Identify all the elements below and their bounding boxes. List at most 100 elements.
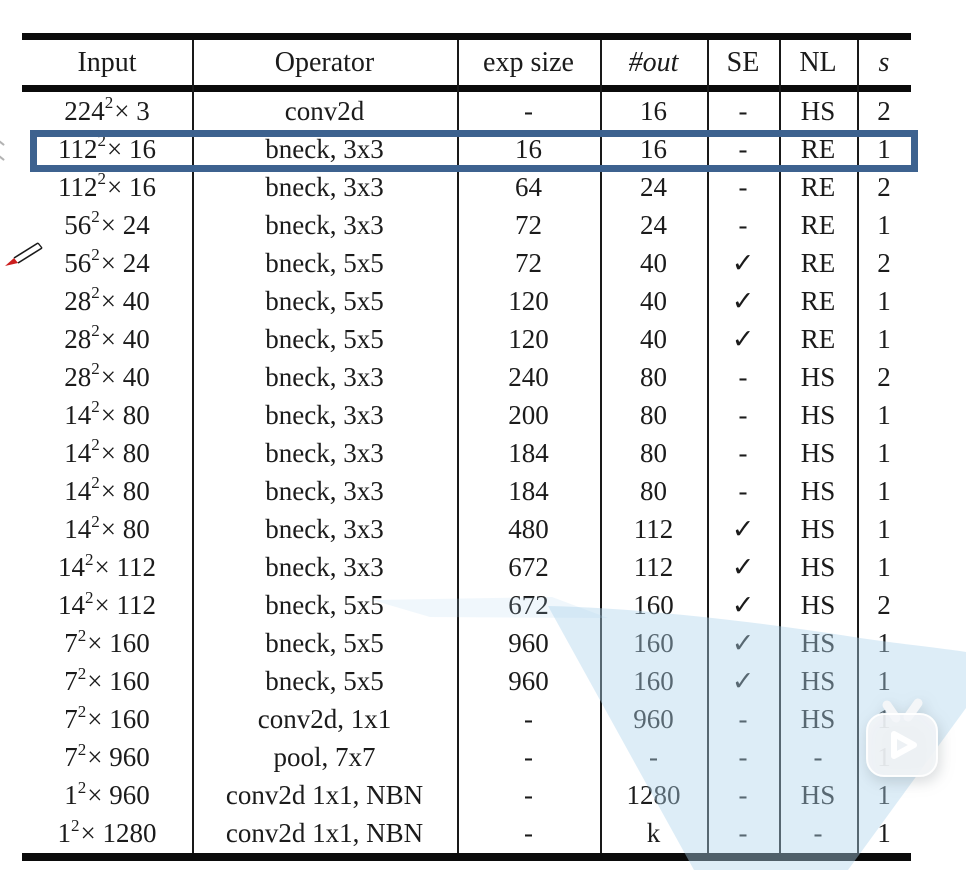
cell-out: 80 bbox=[640, 475, 667, 506]
header-se: SE bbox=[726, 46, 760, 78]
cell-s: 1 bbox=[877, 133, 891, 164]
tv-body bbox=[866, 713, 938, 777]
cell-operator: conv2d bbox=[284, 95, 365, 126]
cell-exp-size: 184 bbox=[508, 475, 549, 506]
cell-se: ✓ bbox=[731, 285, 755, 316]
cell-nl: RE bbox=[800, 133, 836, 164]
cell-s: 2 bbox=[877, 590, 891, 621]
cell-s: 2 bbox=[877, 247, 891, 278]
cell-nl: HS bbox=[800, 628, 836, 659]
cell-out: 40 bbox=[640, 285, 667, 316]
cell-out: k bbox=[646, 818, 661, 849]
cell-out: 24 bbox=[640, 171, 667, 202]
cell-se: - bbox=[738, 361, 748, 392]
cell-s: 1 bbox=[877, 818, 891, 849]
cell-nl: HS bbox=[800, 95, 836, 126]
header-out: #out bbox=[628, 46, 679, 78]
cell-exp-size: 72 bbox=[515, 247, 542, 278]
cell-nl: RE bbox=[800, 323, 836, 354]
cell-out: 160 bbox=[633, 666, 674, 697]
cell-nl: HS bbox=[800, 514, 836, 545]
cell-operator: bneck, 3x3 bbox=[265, 361, 384, 392]
edge-mark bbox=[0, 140, 5, 146]
cell-exp-size: - bbox=[524, 704, 533, 735]
cell-nl: HS bbox=[800, 666, 836, 697]
cell-out: 16 bbox=[640, 133, 667, 164]
header-exp-size: exp size bbox=[483, 46, 574, 78]
cell-se: ✓ bbox=[731, 590, 755, 621]
cell-exp-size: 672 bbox=[508, 590, 549, 621]
cell-operator: bneck, 3x3 bbox=[265, 514, 384, 545]
cell-s: 2 bbox=[877, 171, 891, 202]
table-header-rule bbox=[22, 85, 911, 92]
cell-operator: bneck, 5x5 bbox=[265, 666, 384, 697]
cell-se: ✓ bbox=[731, 247, 755, 278]
cell-exp-size: 672 bbox=[508, 552, 549, 583]
cell-exp-size: - bbox=[524, 818, 533, 849]
cell-nl: RE bbox=[800, 171, 836, 202]
cell-se: - bbox=[738, 133, 748, 164]
cell-s: 1 bbox=[877, 628, 891, 659]
cell-nl: HS bbox=[800, 475, 836, 506]
cell-operator: bneck, 5x5 bbox=[265, 285, 384, 316]
cell-out: - bbox=[649, 742, 658, 773]
cell-operator: bneck, 3x3 bbox=[265, 399, 384, 430]
cell-operator: bneck, 3x3 bbox=[265, 133, 384, 164]
column-divider bbox=[779, 40, 781, 853]
cell-out: 160 bbox=[633, 628, 674, 659]
cell-nl: HS bbox=[800, 399, 836, 430]
cell-exp-size: - bbox=[524, 742, 533, 773]
tv-play-icon[interactable] bbox=[863, 698, 941, 784]
cell-operator: bneck, 5x5 bbox=[265, 628, 384, 659]
cell-exp-size: - bbox=[524, 780, 533, 811]
cell-s: 2 bbox=[877, 95, 891, 126]
cell-se: - bbox=[738, 209, 748, 240]
column-divider bbox=[857, 40, 859, 853]
cell-s: 1 bbox=[877, 514, 891, 545]
column-divider bbox=[600, 40, 602, 853]
cell-exp-size: 240 bbox=[508, 361, 549, 392]
cell-nl: HS bbox=[800, 361, 836, 392]
cell-nl: HS bbox=[800, 552, 836, 583]
cell-exp-size: 64 bbox=[515, 171, 542, 202]
cell-se: ✓ bbox=[731, 323, 755, 354]
cell-se: ✓ bbox=[731, 514, 755, 545]
cell-nl: - bbox=[813, 818, 823, 849]
cell-s: 1 bbox=[877, 666, 891, 697]
cell-exp-size: 16 bbox=[515, 133, 542, 164]
cell-s: 1 bbox=[877, 399, 891, 430]
table-row: 72 × 160 conv2d, 1x1 - 960 - HS 1 bbox=[22, 701, 911, 739]
cell-se: - bbox=[738, 437, 748, 468]
cell-se: - bbox=[738, 704, 748, 735]
cell-out: 80 bbox=[640, 437, 667, 468]
table-bottom-rule bbox=[22, 853, 911, 861]
cell-operator: bneck, 3x3 bbox=[265, 209, 384, 240]
pencil-cursor-icon bbox=[5, 242, 43, 266]
cell-exp-size: 200 bbox=[508, 399, 549, 430]
cell-s: 1 bbox=[877, 437, 891, 468]
cell-s: 2 bbox=[877, 361, 891, 392]
header-s: s bbox=[878, 46, 890, 78]
cell-out: 80 bbox=[640, 361, 667, 392]
cell-operator: pool, 7x7 bbox=[273, 742, 376, 773]
